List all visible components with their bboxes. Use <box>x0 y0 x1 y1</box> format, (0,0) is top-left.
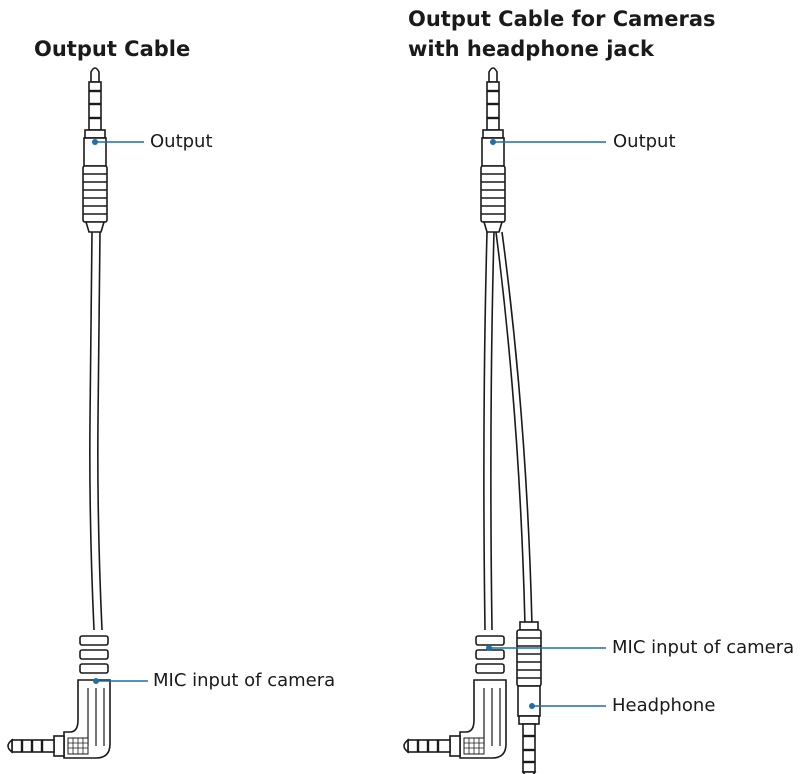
left-mic-callout <box>93 678 148 684</box>
left-cable <box>89 231 103 631</box>
right-diagram-title-line2: with headphone jack <box>408 37 654 61</box>
right-mic-plug <box>402 634 508 760</box>
left-diagram-title: Output Cable <box>34 37 191 61</box>
right-mic-callout <box>486 645 606 651</box>
right-output-callout <box>490 139 606 145</box>
left-mic-plug <box>6 634 112 760</box>
left-output-plug <box>81 66 109 234</box>
right-headphone-callout <box>529 703 606 709</box>
right-headphone-label: Headphone <box>612 695 716 716</box>
right-output-plug <box>479 66 507 234</box>
left-output-callout <box>92 139 144 145</box>
left-mic-input-label: MIC input of camera <box>153 670 336 691</box>
left-output-label: Output <box>150 131 213 152</box>
right-cable-to-mic <box>483 231 495 631</box>
right-diagram-title-line1: Output Cable for Cameras <box>408 7 716 31</box>
right-cable-to-headphone <box>495 231 533 627</box>
right-mic-input-label: MIC input of camera <box>612 637 795 658</box>
right-output-label: Output <box>613 131 676 152</box>
right-headphone-plug <box>515 620 543 774</box>
